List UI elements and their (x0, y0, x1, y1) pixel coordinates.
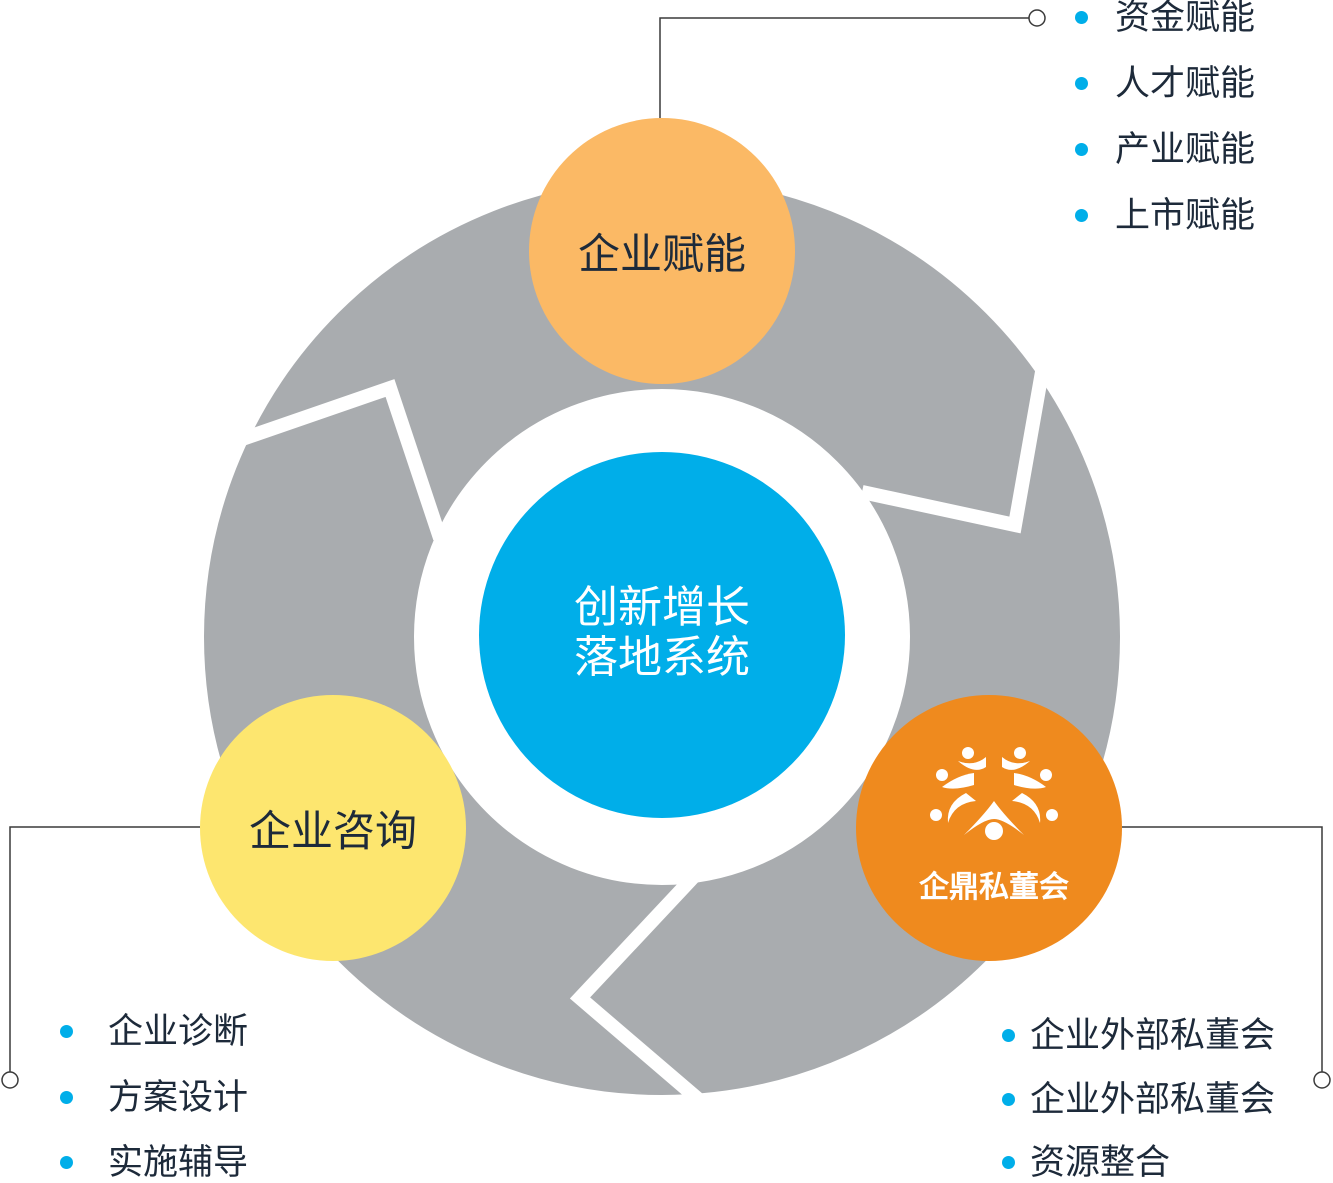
bullet-icon (1002, 1029, 1015, 1042)
list-item: 方案设计 (60, 1078, 248, 1118)
bullet-icon (1075, 11, 1088, 24)
list-item-label: 资源整合 (1030, 1143, 1171, 1183)
list-item-label: 实施辅导 (108, 1143, 249, 1183)
list-item: 资金赋能 (1075, 0, 1255, 38)
list-item: 企业外部私董会 (1002, 1016, 1275, 1056)
list-item: 产业赋能 (1075, 130, 1255, 170)
center-title-line1: 创新增长 (574, 582, 750, 633)
list-item-label: 上市赋能 (1115, 196, 1256, 236)
bullet-icon (1002, 1156, 1015, 1169)
right-node-logo-text: 企鼎私董会 (919, 870, 1069, 905)
center-circle (479, 452, 845, 818)
center-title-line2: 落地系统 (574, 632, 750, 683)
bullet-icon (60, 1025, 73, 1038)
connectors (1, 9, 1331, 1089)
qiding-logo-icon (930, 747, 1058, 840)
list-item-label: 人才赋能 (1115, 64, 1256, 104)
bullet-icon (60, 1091, 73, 1104)
list-item-label: 企业外部私董会 (1030, 1080, 1276, 1120)
list-item: 实施辅导 (60, 1143, 248, 1183)
list-item: 企业外部私董会 (1002, 1080, 1275, 1120)
top-node-circle (529, 118, 795, 384)
left-node-title: 企业咨询 (248, 806, 418, 856)
list-item-label: 企业外部私董会 (1030, 1016, 1276, 1056)
bullet-icon (1075, 209, 1088, 222)
left-node-circle (200, 695, 466, 961)
top-node-title: 企业赋能 (577, 229, 747, 279)
center-title: 创新增长 落地系统 (574, 583, 750, 683)
bullet-icon (60, 1156, 73, 1169)
ring-arrow-gaps (222, 370, 1049, 1111)
list-item-label: 企业诊断 (108, 1012, 249, 1052)
list-item: 资源整合 (1002, 1143, 1170, 1183)
list-item-label: 资金赋能 (1115, 0, 1256, 38)
list-item-label: 方案设计 (108, 1078, 249, 1118)
list-item: 企业诊断 (60, 1012, 248, 1052)
bullet-icon (1075, 143, 1088, 156)
bullet-icon (1002, 1093, 1015, 1106)
list-item: 上市赋能 (1075, 196, 1255, 236)
list-item-label: 产业赋能 (1115, 130, 1256, 170)
bullet-icon (1075, 77, 1088, 90)
list-item: 人才赋能 (1075, 64, 1255, 104)
